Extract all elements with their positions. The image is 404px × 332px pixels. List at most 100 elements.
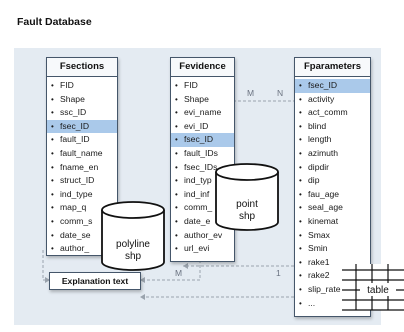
fsections-field-name: map_q (60, 202, 87, 213)
fsections-field-name: date_se (60, 229, 91, 240)
point-shp-label: shp (239, 211, 256, 222)
arrow-head-polyline (183, 263, 188, 269)
fevidence-field-row: •fault_IDs (171, 147, 234, 161)
fparameters-field-row: • activity (295, 93, 370, 107)
bullet-icon: • (51, 121, 54, 131)
fevidence-header: Fevidence (171, 58, 234, 77)
explanation-text-box: Explanation text (49, 272, 141, 290)
fsections-field-row: •Shape (47, 93, 117, 107)
fsections-field-name: author_ (60, 243, 90, 254)
fsections-field-row: •struct_ID (47, 174, 117, 188)
bullet-icon: • (299, 230, 302, 240)
bullet-icon: • (175, 81, 178, 90)
fsections-field-name: fsec_ID (60, 120, 90, 131)
relation-label-m-bottom: M (175, 268, 182, 278)
fparameters-field-name: dip (308, 175, 320, 186)
fparameters-field-row: •dipdir (295, 161, 370, 175)
fparameters-field-row: • seal_age (295, 201, 370, 215)
fparameters-field-name: act_comm (308, 107, 348, 118)
fevidence-field-name: url_evi (184, 243, 210, 254)
fparameters-field-row: • rake1 (295, 256, 370, 270)
bullet-icon: • (299, 271, 302, 281)
bullet-icon: • (299, 81, 302, 90)
bullet-icon: • (51, 216, 54, 226)
link-fsections-explanation (42, 250, 49, 281)
polyline-shp-label: shp (125, 251, 142, 262)
fevidence-field-row: •fsec_IDs (171, 161, 234, 175)
relation-label-n: N (277, 88, 283, 98)
fsections-field-row: • FID (47, 79, 117, 93)
fparameters-field-name: seal_age (308, 202, 343, 213)
table-grid-icon: table (342, 264, 404, 311)
fevidence-field-name: Shape (184, 93, 209, 104)
fevidence-field-name: fsec_ID (184, 134, 214, 145)
fevidence-field-row: • FID (171, 79, 234, 93)
fevidence-field-name: evi_name (184, 107, 222, 118)
fparameters-field-row: •kinemat (295, 215, 370, 229)
fevidence-fields: •FID•Shape•evi_name•evi_ID•fsec_ID•fault… (171, 77, 234, 256)
fparameters-field-row: • rake2 (295, 269, 370, 283)
fparameters-field-row: •azimuth (295, 147, 370, 161)
bullet-icon: • (299, 257, 302, 267)
fsections-table: Fsections •FID•Shape•ssc_ID•fsec_ID•faul… (46, 57, 118, 256)
fparameters-field-name: slip_rate (308, 283, 341, 294)
fsections-field-row: •fname_en (47, 161, 117, 175)
fsections-field-name: ssc_ID (60, 107, 87, 118)
diagram-title: Fault Database (17, 16, 92, 28)
fsections-field-name: FID (60, 80, 74, 90)
fevidence-field-name: evi_ID (184, 120, 209, 131)
fsections-field-row: • comm_s (47, 215, 117, 229)
fparameters-field-row: •fsec_ID (295, 79, 370, 93)
fparameters-field-row: •... (295, 297, 370, 311)
bullet-icon: • (299, 162, 302, 172)
bullet-icon: • (51, 189, 54, 199)
fsections-field-name: comm_s (60, 215, 93, 226)
bullet-icon: • (299, 176, 302, 186)
fparameters-field-row: • slip_rate (295, 283, 370, 297)
bullet-icon: • (175, 108, 178, 118)
bullet-icon: • (299, 108, 302, 118)
fevidence-field-row: • evi_name (171, 106, 234, 120)
bullet-icon: • (299, 189, 302, 199)
relation-label-one: 1 (276, 268, 281, 278)
fevidence-field-row: •author_ev (171, 229, 234, 243)
fevidence-field-name: fsec_IDs (184, 161, 218, 172)
fparameters-field-row: • dip (295, 174, 370, 188)
bullet-icon: • (299, 203, 302, 213)
fparameters-field-name: rake1 (308, 256, 330, 267)
table-grid-label: table (367, 285, 389, 296)
fparameters-field-name: fau_age (308, 188, 340, 199)
bullet-icon: • (51, 244, 54, 254)
fsections-field-row: •ssc_ID (47, 106, 117, 120)
bullet-icon: • (299, 121, 302, 131)
fparameters-field-name: rake2 (308, 270, 330, 281)
bullet-icon: • (299, 284, 302, 294)
fparameters-field-name: activity (308, 93, 335, 104)
fsections-field-name: fault_ID (60, 134, 90, 145)
bullet-icon: • (51, 81, 54, 90)
bullet-icon: • (175, 176, 178, 186)
fevidence-field-name: FID (184, 80, 198, 90)
bullet-icon: • (51, 162, 54, 172)
bullet-icon: • (175, 121, 178, 131)
fevidence-field-name: date_e (184, 215, 211, 226)
bullet-icon: • (51, 203, 54, 213)
fevidence-field-row: • Shape (171, 93, 234, 107)
fsections-field-row: • date_se (47, 229, 117, 243)
bullet-icon: • (51, 230, 54, 240)
fparameters-field-name: Smax (308, 229, 330, 240)
fparameters-field-row: •Smin (295, 242, 370, 256)
fevidence-field-name: fault_IDs (184, 147, 218, 158)
fparameters-field-row: • fau_age (295, 188, 370, 202)
fsections-fields: •FID•Shape•ssc_ID•fsec_ID•fault_ID•fault… (47, 77, 117, 256)
bullet-icon: • (175, 244, 178, 254)
bullet-icon: • (299, 298, 302, 308)
fsections-field-row: •fault_name (47, 147, 117, 161)
bullet-icon: • (175, 94, 178, 104)
fsections-field-row: • author_ (47, 242, 117, 256)
bullet-icon: • (299, 94, 302, 104)
fparameters-field-name: Smin (308, 243, 328, 254)
fevidence-field-row: •fsec_ID (171, 133, 234, 147)
